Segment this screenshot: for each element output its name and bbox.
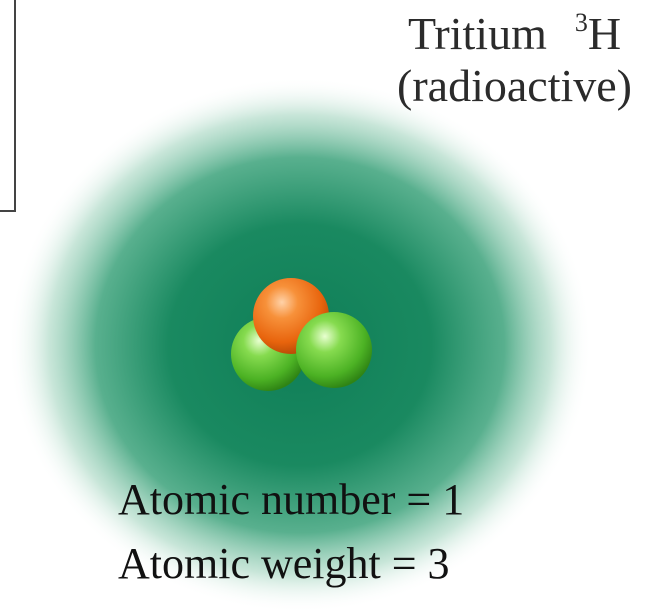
atom-properties: Atomic number = 1 Atomic weight = 3 [118, 468, 464, 596]
atomic-number-text: Atomic number = 1 [118, 475, 465, 524]
nucleus [231, 278, 372, 391]
radioactive-note: (radioactive) [397, 59, 632, 111]
isotope-title: Tritium 3H [397, 8, 632, 60]
atomic-weight-text: Atomic weight = 3 [118, 538, 450, 588]
element-symbol: H [587, 8, 622, 59]
neutron-particle [296, 312, 372, 388]
isotope-name: Tritium [407, 8, 547, 59]
frame-edge [0, 0, 16, 212]
mass-number: 3 [574, 8, 588, 37]
isotope-label: Tritium 3H (radioactive) [397, 8, 632, 111]
